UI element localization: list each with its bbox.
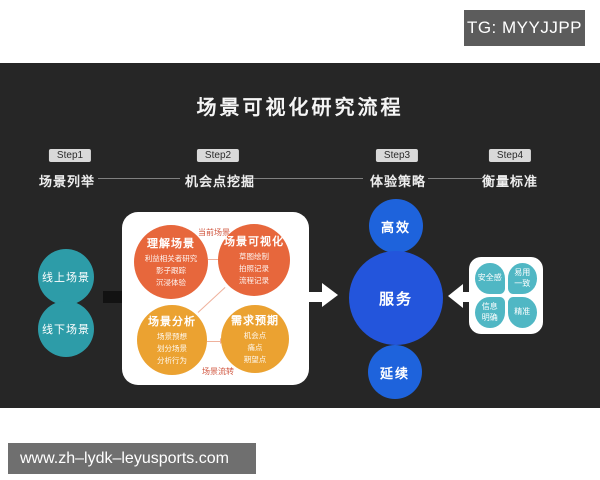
method-item: 拍照记录 — [239, 264, 269, 273]
step2-badge: Step2 — [196, 149, 240, 162]
step-divider-line — [253, 178, 363, 179]
methods-box: 当前场景 场景流转 理解场景 利益相关者研究 影子跟踪 沉浸体验 场景可视化 草… — [122, 212, 309, 385]
method-circle-analyze: 场景分析 场景预想 划分场景 分析行为 — [137, 305, 207, 375]
step1-badge: Step1 — [48, 149, 92, 162]
method-title: 需求预期 — [231, 315, 279, 327]
method-circle-demand: 需求预期 机会点 痛点 期望点 — [221, 305, 289, 373]
method-item: 划分场景 — [157, 344, 187, 353]
annotation-current-scene: 当前场景 — [198, 228, 230, 237]
metric-petal-usability: 易用 一致 — [507, 263, 537, 294]
method-item: 沉浸体验 — [156, 278, 186, 287]
page-title: 场景可视化研究流程 — [196, 97, 404, 119]
online-scene-circle: 线上场景 — [38, 249, 94, 305]
tg-badge: TG: MYYJJPP — [464, 10, 585, 46]
step-divider-line — [98, 178, 180, 179]
step2-label: 机会点挖掘 — [184, 174, 256, 189]
metric-petal-precision: 精准 — [507, 297, 537, 328]
step4-badge: Step4 — [488, 149, 532, 162]
connector-line-diagonal — [197, 286, 226, 313]
method-title: 场景分析 — [148, 316, 196, 328]
method-item: 机会点 — [243, 331, 267, 340]
method-title: 理解场景 — [147, 238, 195, 250]
diagram-panel: 场景可视化研究流程 Step1 Step2 Step3 Step4 场景列举 机… — [0, 63, 600, 408]
metric-petal-security: 安全感 — [475, 263, 505, 294]
metrics-box: 安全感 易用 一致 信息 明确 精准 — [469, 257, 543, 334]
footer-url: www.zh–lydk–leyusports.com — [8, 443, 256, 474]
strategy-circle-efficient: 高效 — [369, 199, 423, 253]
strategy-circle-service: 服务 — [349, 251, 443, 345]
method-item: 期望点 — [243, 355, 267, 364]
method-item: 场景预想 — [157, 332, 187, 341]
step1-label: 场景列举 — [38, 174, 96, 189]
method-item: 草图绘制 — [239, 252, 269, 261]
method-title: 场景可视化 — [224, 236, 284, 248]
step-divider-line — [428, 178, 482, 179]
step3-badge: Step3 — [375, 149, 419, 162]
method-item: 影子跟踪 — [156, 266, 186, 275]
method-item: 痛点 — [247, 343, 263, 352]
method-circle-understand: 理解场景 利益相关者研究 影子跟踪 沉浸体验 — [134, 225, 208, 299]
step4-label: 衡量标准 — [481, 174, 539, 189]
step3-label: 体验策略 — [369, 174, 427, 189]
method-circle-visualize: 场景可视化 草图绘制 拍照记录 流程记录 — [218, 224, 290, 296]
offline-scene-circle: 线下场景 — [38, 301, 94, 357]
connector-line — [207, 338, 224, 344]
method-item: 利益相关者研究 — [144, 254, 198, 263]
annotation-scene-flow: 场景流转 — [202, 367, 234, 376]
metric-petal-information: 信息 明确 — [475, 297, 505, 328]
method-item: 流程记录 — [239, 276, 269, 285]
strategy-circle-continue: 延续 — [368, 345, 422, 399]
method-item: 分析行为 — [157, 356, 187, 365]
